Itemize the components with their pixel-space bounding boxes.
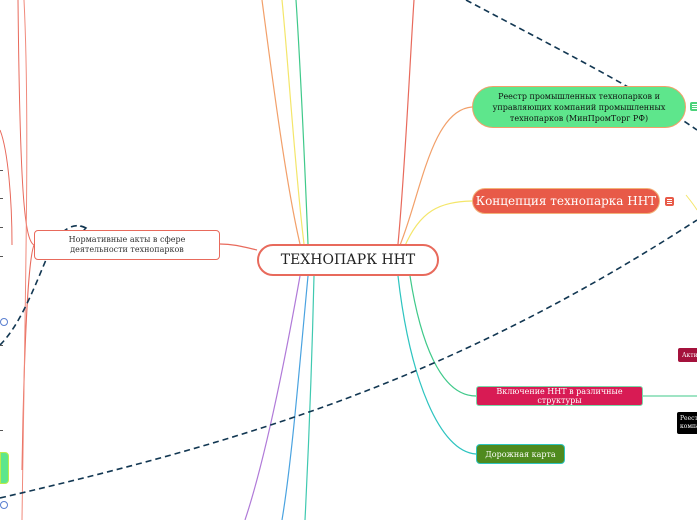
branch-concept [403,200,473,249]
link-icon[interactable] [0,501,8,509]
branch-left-normative [219,243,258,251]
menu-icon[interactable] [665,197,674,206]
collapsed-marker [0,345,3,346]
branch-green-up [295,0,309,245]
branch-yellow-up [281,0,305,245]
topic-inclusion-structures[interactable]: Включение ННТ в различные структуры [476,386,643,406]
collapsed-marker [0,198,3,199]
topic-reestr[interactable]: Реестр промышленных технопарков и управл… [472,86,686,128]
collapsed-marker [0,170,3,171]
partial-topic-green[interactable] [0,452,9,484]
branch-concept-continue [685,194,697,211]
branch-road [397,275,477,455]
branch-blue-down [281,275,309,520]
topic-normative-acts[interactable]: Нормативные акты в сфере деятельности те… [34,230,220,260]
link-icon[interactable] [0,318,8,326]
collapsed-marker [0,430,3,431]
branch-red-up [397,0,415,245]
branch-purple-down [244,275,301,520]
left-tree-line-d [0,129,13,246]
left-tree-line-b [21,244,35,471]
collapsed-marker [0,256,3,257]
left-tree-line-c [21,0,28,520]
branch-vkl [409,275,477,397]
relationship-line-bottom [0,219,697,499]
left-tree-line-a [17,0,35,246]
menu-icon[interactable] [690,102,697,111]
branch-reestr [397,106,473,251]
branch-teal-down [304,275,315,520]
central-topic[interactable]: ТЕХНОПАРК ННТ [257,244,439,276]
partial-topic-akt[interactable]: Акти [678,348,697,362]
topic-concept[interactable]: Концепция технопарка ННТ [472,188,660,214]
collapsed-marker [0,227,3,228]
branch-orange-up [261,0,301,245]
partial-topic-reestr[interactable]: Реест компа [677,412,697,434]
topic-roadmap[interactable]: Дорожная карта [476,444,565,464]
